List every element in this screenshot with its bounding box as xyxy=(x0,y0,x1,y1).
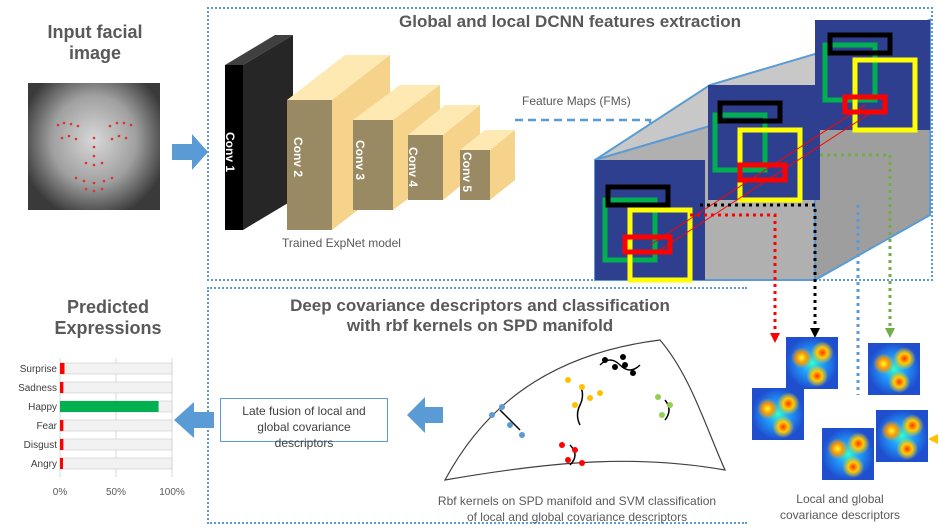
heatmap-3 xyxy=(752,388,804,440)
input-arrow xyxy=(172,134,208,170)
category-label: Fear xyxy=(36,421,57,432)
top-panel-title: Global and local DCNN features extractio… xyxy=(399,12,741,31)
manifold-arrow xyxy=(407,397,443,433)
top-panel xyxy=(207,7,933,281)
descriptors-caption-line2: covariance descriptors xyxy=(779,508,901,522)
bar-surprise xyxy=(60,363,65,374)
bar-happy xyxy=(60,401,159,412)
cluster-yellow xyxy=(565,377,603,426)
bar-track xyxy=(59,362,173,375)
conv4-label: Conv 4 xyxy=(406,146,421,188)
model-label: Trained ExpNet model xyxy=(282,236,401,250)
manifold-caption-line1: Rbf kernels on SPD manifold and SVM clas… xyxy=(437,494,717,508)
bottom-panel-title-line2: with rbf kernels on SPD manifold xyxy=(346,316,614,335)
conv-stack xyxy=(225,35,515,230)
heatmap-1 xyxy=(786,337,838,389)
face-image xyxy=(28,83,160,210)
input-title: Input facial image xyxy=(47,22,143,63)
conv5-label: Conv 5 xyxy=(460,151,475,193)
bar-sadness xyxy=(60,382,64,393)
spd-manifold xyxy=(443,339,727,481)
fusion-arrow xyxy=(174,402,214,438)
fusion-box: Late fusion of local and global covarian… xyxy=(220,398,388,450)
bar-angry xyxy=(60,458,63,469)
bottom-panel-title-line1: Deep covariance descriptors and classifi… xyxy=(290,296,670,315)
fusion-line1: Late fusion of local and xyxy=(242,404,366,418)
feature-volume xyxy=(594,18,931,283)
conv3-label: Conv 3 xyxy=(353,139,368,181)
category-label: Surprise xyxy=(20,364,58,375)
incoming-arrow-tip xyxy=(928,434,938,444)
descriptors-caption-line1: Local and global xyxy=(796,492,884,506)
predicted-title: Predicted Expressions xyxy=(54,297,162,338)
cluster-blue xyxy=(489,404,525,438)
bar-track xyxy=(59,438,173,451)
bar-track xyxy=(59,419,173,432)
tick-label: 50% xyxy=(106,487,126,498)
category-label: Sadness xyxy=(18,383,57,394)
conv1-label: Conv 1 xyxy=(223,131,238,173)
descriptor-arrows xyxy=(690,153,895,395)
fusion-line2: global covariance descriptors xyxy=(257,420,351,450)
bar-track xyxy=(59,381,173,394)
bottom-panel xyxy=(207,287,747,524)
bar-track xyxy=(59,457,173,470)
manifold-caption-line2: of local and global covariance descripto… xyxy=(466,510,688,524)
landmark-points xyxy=(56,121,133,193)
category-label: Angry xyxy=(31,459,57,470)
feature-maps-label: Feature Maps (FMs) xyxy=(522,94,631,108)
heatmap-5 xyxy=(822,428,874,480)
cluster-black xyxy=(599,354,641,376)
tick-label: 100% xyxy=(159,487,185,498)
conv2-label: Conv 2 xyxy=(291,136,306,178)
heatmap-4 xyxy=(876,410,928,462)
category-label: Disgust xyxy=(24,440,58,451)
bar-disgust xyxy=(60,439,64,450)
cluster-green xyxy=(655,394,673,421)
heatmap-2 xyxy=(868,343,920,395)
category-label: Happy xyxy=(28,402,57,413)
bar-fear xyxy=(60,420,64,431)
tick-label: 0% xyxy=(53,487,68,498)
cluster-red xyxy=(559,442,585,466)
